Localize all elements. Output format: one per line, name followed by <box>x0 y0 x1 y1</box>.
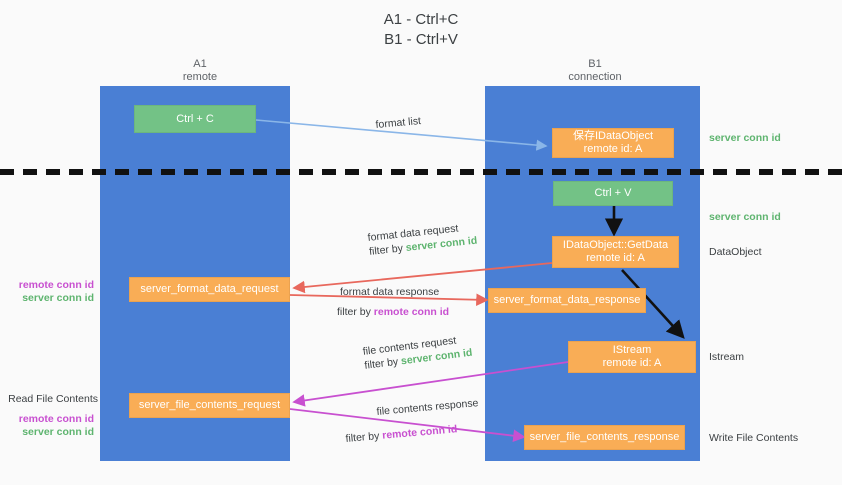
column-header-b1-sub: connection <box>568 71 622 83</box>
title-line-2: B1 - Ctrl+V <box>384 31 458 48</box>
node-ctrl-c-label: Ctrl + C <box>176 112 214 125</box>
left-label-server-conn-id-bottom: server conn id <box>22 426 94 438</box>
column-header-b1: B1 connection <box>532 58 658 84</box>
column-header-b1-name: B1 <box>588 58 602 70</box>
filter-prefix: filter by <box>368 242 407 258</box>
node-ctrl-v[interactable]: Ctrl + V <box>553 181 673 206</box>
page-title: A1 - Ctrl+C B1 - Ctrl+V <box>0 10 842 50</box>
left-label-remote-conn-id-bottom: remote conn id <box>18 413 94 425</box>
node-getdata-line1: IDataObject::GetData <box>562 239 669 251</box>
right-label-write-file-contents: Write File Contents <box>709 432 799 444</box>
node-getdata[interactable]: IDataObject::GetData remote id: A <box>552 236 679 268</box>
node-server-file-contents-request[interactable]: server_file_contents_request <box>129 393 290 418</box>
node-istream-line2: remote id: A <box>602 357 662 369</box>
node-server-file-contents-response[interactable]: server_file_contents_response <box>524 425 685 450</box>
node-istream-line1: IStream <box>612 344 652 356</box>
edge-label-format-data-response-text: format data response <box>340 286 440 298</box>
edge-label-format-data-response-filter: filter by remote conn id <box>337 305 449 319</box>
node-server-format-data-response-label: server_format_data_response <box>493 294 641 306</box>
column-header-a1-name: A1 <box>193 58 207 70</box>
filter-key-remote-conn-id: remote conn id <box>373 306 450 318</box>
node-ctrl-c[interactable]: Ctrl + C <box>134 105 256 133</box>
left-label-server-conn-id-mid: server conn id <box>22 292 94 304</box>
right-label-dataobject: DataObject <box>709 246 762 258</box>
node-store-idataobject-line1: 保存IDataObject <box>572 130 654 142</box>
right-label-istream: Istream <box>709 351 745 363</box>
filter-prefix: filter by <box>345 429 383 445</box>
right-label-server-conn-id-top: server conn id <box>709 132 781 144</box>
left-label-read-file-contents: Read File Contents <box>8 393 98 405</box>
node-getdata-line2: remote id: A <box>586 252 645 264</box>
node-store-idataobject-line2: remote id: A <box>583 143 643 155</box>
left-label-remote-conn-id-mid: remote conn id <box>18 279 94 291</box>
edge-label-format-data-response: format data response <box>340 285 439 299</box>
edge-label-file-contents-request: file contents request filter by server c… <box>362 332 473 373</box>
node-server-format-data-request-label: server_format_data_request <box>140 283 279 295</box>
node-server-format-data-request[interactable]: server_format_data_request <box>129 277 290 302</box>
node-server-file-contents-response-label: server_file_contents_response <box>529 431 680 443</box>
node-server-file-contents-request-label: server_file_contents_request <box>138 399 281 411</box>
node-istream[interactable]: IStream remote id: A <box>568 341 696 373</box>
column-header-a1: A1 remote <box>140 58 260 84</box>
edge-label-file-contents-response-text: file contents response <box>376 397 479 418</box>
filter-prefix: filter by <box>363 355 402 372</box>
edge-label-format-data-request: format data request filter by server con… <box>367 220 478 259</box>
edge-label-format-list: format list <box>375 114 422 132</box>
node-server-format-data-response[interactable]: server_format_data_response <box>488 288 646 313</box>
column-header-a1-sub: remote <box>182 71 218 83</box>
node-ctrl-v-label: Ctrl + V <box>594 187 632 199</box>
filter-prefix: filter by <box>337 306 374 318</box>
filter-key-remote-conn-id: remote conn id <box>381 423 458 442</box>
right-label-server-conn-id-mid: server conn id <box>709 211 781 223</box>
edge-label-file-contents-response-filter: filter by remote conn id <box>345 422 458 446</box>
title-line-1: A1 - Ctrl+C <box>383 11 459 28</box>
edge-label-file-contents-response: file contents response <box>376 396 479 419</box>
node-store-idataobject[interactable]: 保存IDataObject remote id: A <box>552 128 674 158</box>
edge-label-format-list-text: format list <box>375 115 422 131</box>
